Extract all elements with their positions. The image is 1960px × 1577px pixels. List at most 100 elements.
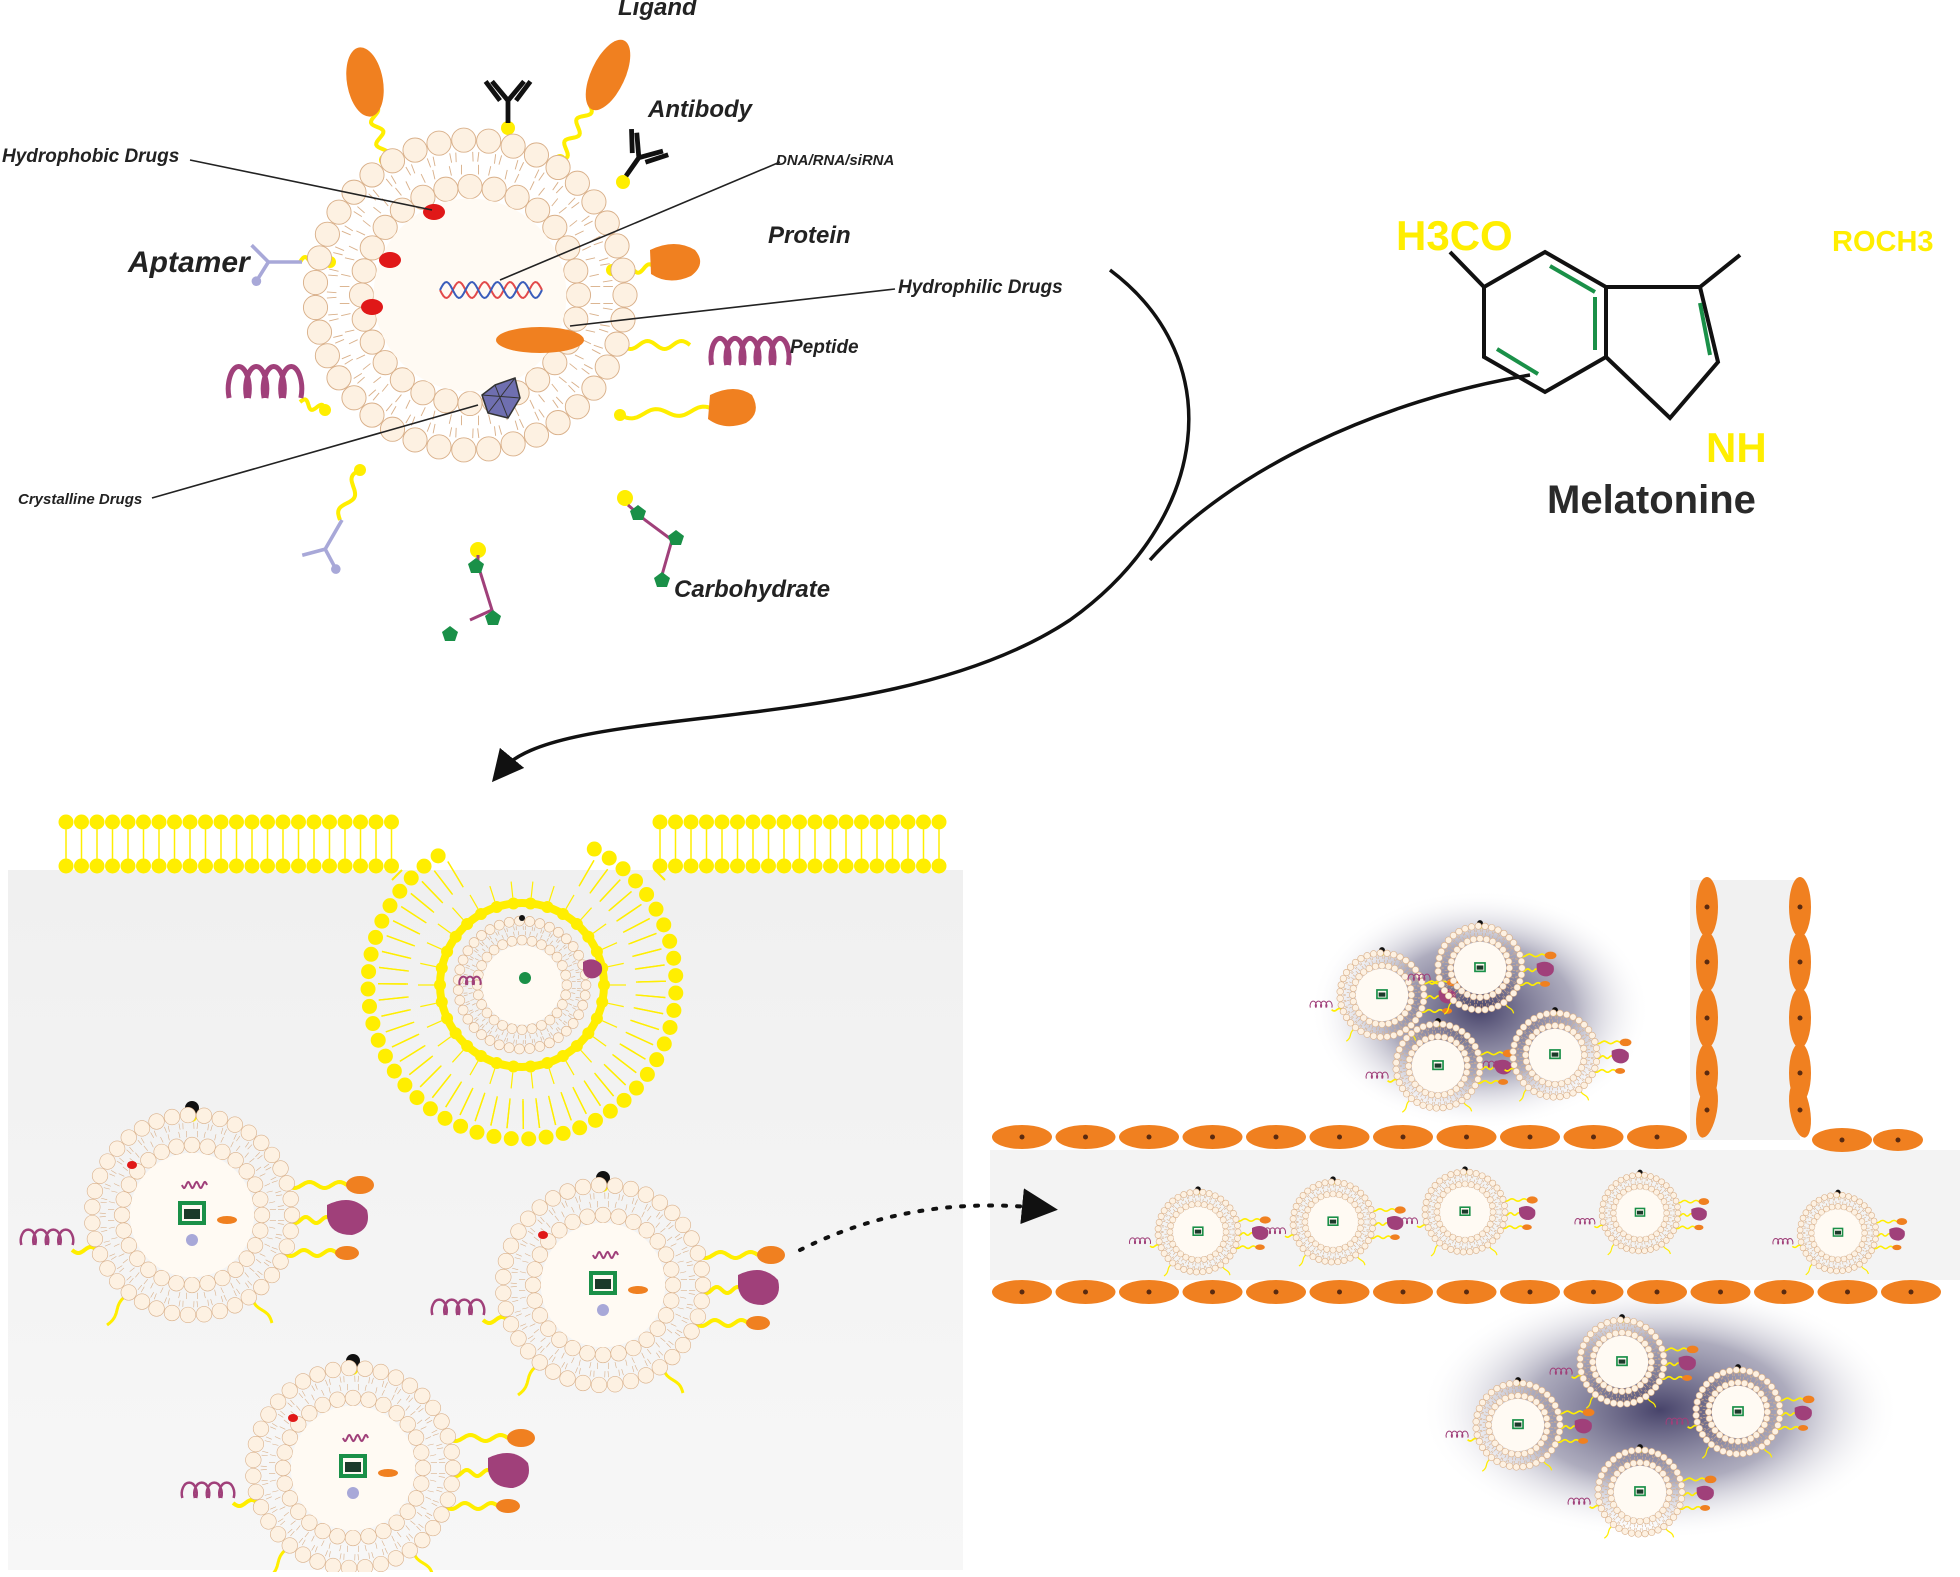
lipid-head xyxy=(491,1057,503,1069)
lipid-head xyxy=(59,859,74,874)
cell-nucleus xyxy=(1274,1135,1279,1140)
peg-tether xyxy=(338,470,360,520)
hydrophobic-drug-icon xyxy=(538,1231,548,1239)
lipid-head xyxy=(453,1119,468,1134)
ligand-icon xyxy=(341,44,389,119)
endothelial-cell xyxy=(1183,1125,1243,1149)
endothelial-cell xyxy=(1873,1129,1923,1151)
label-h3co: H3CO xyxy=(1396,212,1513,260)
cell-nucleus xyxy=(1591,1290,1596,1295)
endothelial-cell xyxy=(1310,1280,1370,1304)
cell-nucleus xyxy=(1020,1135,1025,1140)
lipid-head xyxy=(229,815,244,830)
label-melatonine: Melatonine xyxy=(1547,478,1756,523)
melatonine-icon xyxy=(1552,1052,1559,1056)
lipid-head xyxy=(152,815,167,830)
lipid-head xyxy=(582,1027,594,1039)
lipid-head xyxy=(214,859,229,874)
lipid-head xyxy=(90,815,105,830)
melatonine-icon xyxy=(1477,965,1484,969)
lipid-head xyxy=(582,931,594,943)
lipid-head xyxy=(662,934,677,949)
cell-nucleus xyxy=(1210,1135,1215,1140)
lipid-head xyxy=(434,979,446,991)
lipid-head xyxy=(916,815,931,830)
protein-icon xyxy=(346,1176,374,1194)
cell-nucleus xyxy=(1528,1290,1533,1295)
crystalline-drug-icon xyxy=(347,1487,359,1499)
endothelial-cell xyxy=(1564,1125,1624,1149)
anchor xyxy=(501,121,515,135)
cell-nucleus xyxy=(1147,1135,1152,1140)
lipid-head xyxy=(870,859,885,874)
lipid-head xyxy=(684,859,699,874)
melatonine-icon xyxy=(1835,1231,1841,1235)
cell-nucleus xyxy=(1705,905,1710,910)
lipid-head xyxy=(746,815,761,830)
endothelial-cell xyxy=(1119,1280,1179,1304)
lipid-head xyxy=(417,859,432,874)
lipid-head xyxy=(322,859,337,874)
label-dna-rna-sirna: DNA/RNA/siRNA xyxy=(776,152,894,169)
ligand-icon xyxy=(577,33,640,116)
lipid-head xyxy=(245,859,260,874)
anchor xyxy=(319,404,331,416)
protein-icon xyxy=(757,1246,785,1264)
lipid-head xyxy=(450,931,462,943)
endothelial-cell xyxy=(992,1280,1052,1304)
lipid-head xyxy=(245,815,260,830)
melatonine-icon xyxy=(1637,1489,1644,1493)
melatonine-icon xyxy=(345,1462,361,1472)
label-aptamer: Aptamer xyxy=(128,246,250,280)
lipid-head xyxy=(839,859,854,874)
lipid-head xyxy=(628,873,643,888)
melatonine-icon xyxy=(1515,1422,1522,1426)
lipid-head xyxy=(307,859,322,874)
lipid-head xyxy=(715,815,730,830)
lipid-head xyxy=(557,908,569,920)
lipid-head xyxy=(808,815,823,830)
label-antibody: Antibody xyxy=(648,96,752,124)
lipid-head xyxy=(198,859,213,874)
lipid-head xyxy=(152,859,167,874)
arrow-melatonine-to-liposome xyxy=(1150,375,1530,560)
lipid-head xyxy=(450,1027,462,1039)
lipid-head xyxy=(461,918,473,930)
lipid-head xyxy=(932,815,947,830)
lipid-head xyxy=(792,815,807,830)
cell-nucleus xyxy=(1845,1290,1850,1295)
label-carbohydrate: Carbohydrate xyxy=(674,576,830,604)
lipid-head xyxy=(591,946,603,958)
lipid-head xyxy=(374,914,389,929)
label-nh: NH xyxy=(1706,424,1767,472)
lipid-head xyxy=(916,859,931,874)
lipid-head xyxy=(361,964,376,979)
lipid-tail xyxy=(638,981,666,982)
protein-icon xyxy=(1798,1425,1808,1431)
lipid-head xyxy=(885,859,900,874)
protein-icon xyxy=(1694,1225,1703,1230)
hydrophilic-drug-icon xyxy=(378,1469,398,1477)
anchor xyxy=(617,490,633,506)
label-roch3: ROCH3 xyxy=(1832,226,1934,259)
lipid-head xyxy=(105,859,120,874)
lipid-head xyxy=(746,859,761,874)
cell-nucleus xyxy=(1274,1290,1279,1295)
lipid-head xyxy=(571,1040,583,1052)
endothelial-cell xyxy=(1056,1280,1116,1304)
endothelial-cell xyxy=(1119,1125,1179,1149)
endothelial-cell xyxy=(1564,1280,1624,1304)
cell-nucleus xyxy=(1705,1071,1710,1076)
protein-icon xyxy=(1803,1396,1815,1404)
lipid-head xyxy=(198,815,213,830)
endothelial-cell xyxy=(1627,1280,1687,1304)
cell-nucleus xyxy=(1464,1290,1469,1295)
lipid-head xyxy=(730,815,745,830)
lipid-head xyxy=(338,815,353,830)
lipid-head xyxy=(436,962,448,974)
protein-icon xyxy=(708,389,756,426)
lipid-head xyxy=(596,996,608,1008)
endothelial-cell xyxy=(1754,1280,1814,1304)
cell-nucleus xyxy=(1655,1135,1660,1140)
protein-icon xyxy=(1687,1346,1699,1354)
